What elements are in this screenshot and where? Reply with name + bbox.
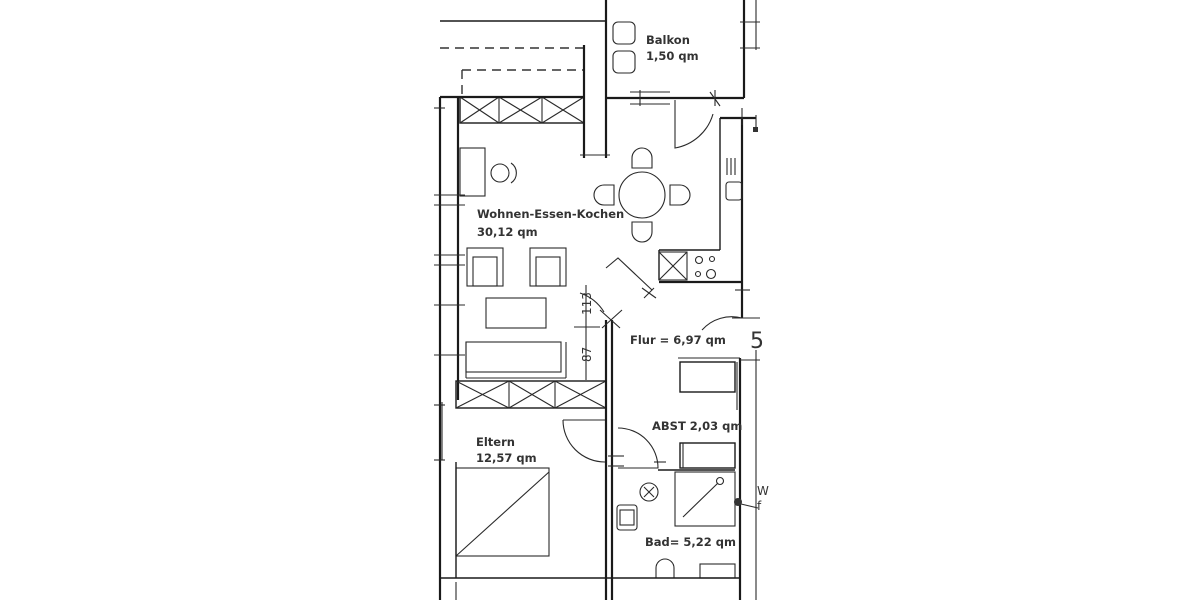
flur-label: Flur = 6,97 qm (630, 333, 726, 347)
balcony-wall (580, 45, 721, 158)
kitchen-door (605, 257, 657, 299)
eltern-area: 12,57 qm (476, 451, 537, 465)
living-armchair (459, 147, 517, 197)
bad-door (617, 427, 659, 469)
unit-number: 5 (750, 329, 764, 354)
lower-wardrobe (455, 380, 607, 409)
dining-table (593, 147, 691, 243)
exterior-lines (440, 20, 607, 97)
armchairs (466, 247, 567, 287)
dimension-87: 87 (580, 347, 594, 362)
eltern-room: Eltern 12,57 qm (440, 402, 612, 600)
flur-walls (579, 282, 760, 600)
edge-text-top: W (757, 484, 769, 498)
edge-text-bottom: f (757, 499, 762, 513)
balkon-area: 1,50 qm (646, 49, 699, 63)
balcony-door (674, 100, 714, 149)
wohnen-area: 30,12 qm (477, 225, 538, 239)
wohnen-label: Wohnen-Essen-Kochen (477, 207, 624, 221)
abst-label: ABST 2,03 qm (652, 419, 742, 433)
dimension-line: 113 87 (574, 285, 600, 380)
bad-room: Bad= 5,22 qm (612, 469, 740, 579)
balkon-room: Balkon 1,50 qm (604, 0, 760, 100)
eltern-label: Eltern (476, 435, 515, 449)
bad-label: Bad= 5,22 qm (645, 535, 736, 549)
sofa-area (465, 297, 567, 379)
kitchen (658, 108, 758, 284)
right-edge: W f (734, 350, 769, 600)
balkon-label: Balkon (646, 33, 690, 47)
top-wardrobe (459, 96, 585, 124)
abst-room: ABST 2,03 qm (652, 357, 742, 600)
